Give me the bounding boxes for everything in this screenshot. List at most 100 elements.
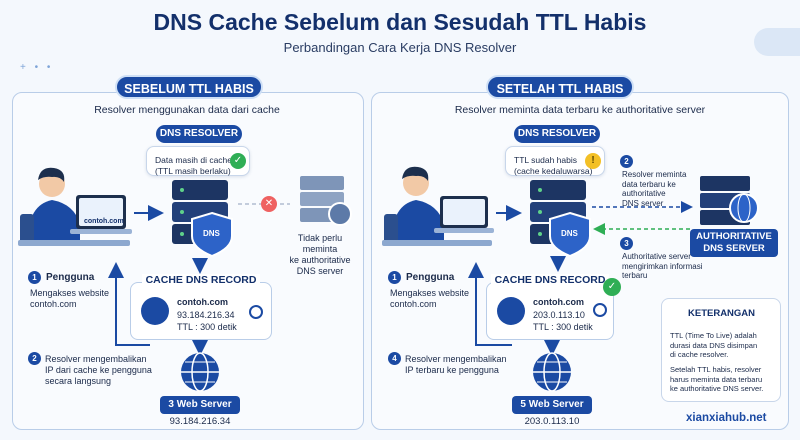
cache-domain-left: contoh.com	[177, 297, 228, 307]
bubble-line1-right: TTL sudah habis	[514, 155, 577, 165]
user-icon-left	[18, 167, 130, 246]
legend-p2-line3: ke authoritative DNS server.	[670, 384, 764, 393]
cloud-decoration	[754, 28, 800, 56]
cache-title-right: CACHE DNS RECORD	[490, 274, 610, 286]
step-4-desc-right: Resolver mengembalikan IP terbaru ke pen…	[405, 354, 507, 376]
step-1-line1-right: Mengakses website	[390, 288, 470, 298]
step-4-line1-right: Resolver mengembalikan	[405, 354, 507, 364]
cache-ip-right: 203.0.113.10	[533, 310, 585, 320]
step-1-line2-right: contoh.com	[390, 299, 437, 309]
bubble-line2-left: (TTL masih berlaku)	[155, 166, 231, 176]
authoritative-server-right	[700, 176, 759, 225]
step-1-line2-left: contoh.com	[30, 299, 77, 309]
step-2-badge-right: 2	[620, 155, 633, 168]
step-3-badge-right: 3	[620, 237, 633, 250]
clock-icon-right	[593, 303, 607, 317]
decorative-dots: + • •	[20, 62, 54, 73]
no-query-line1: Tidak perlu meminta	[297, 233, 343, 254]
legend-paragraph-1: TTL (Time To Live) adalah durasi data DN…	[670, 331, 778, 360]
legend-title: KETERANGAN	[688, 308, 756, 319]
web-server-globe-left	[181, 352, 219, 392]
web-server-globe-right	[533, 352, 571, 392]
web-server-ip-right: 203.0.113.10	[524, 416, 580, 427]
cache-ttl-left: TTL : 300 detik	[177, 322, 237, 332]
legend-paragraph-2: Setelah TTL habis, resolver harus memint…	[670, 365, 778, 394]
authoritative-server-left-gray	[300, 176, 352, 226]
legend-p1-line3: di cache resolver.	[670, 350, 729, 359]
cache-record-right: CACHE DNS RECORD contoh.com 203.0.113.10…	[486, 274, 614, 340]
shield-label-left: DNS	[203, 229, 220, 238]
step-4-badge-right: 4	[388, 352, 401, 365]
no-query-line3: DNS server	[296, 266, 344, 276]
page-subtitle: Perbandingan Cara Kerja DNS Resolver	[283, 40, 517, 55]
shield-label-right: DNS	[561, 229, 578, 238]
step-4-line2-right: IP terbaru ke pengguna	[405, 365, 499, 375]
web-server-ip-left: 93.184.216.34	[169, 416, 231, 427]
step-1-desc-left: Mengakses website contoh.com	[30, 288, 109, 310]
check-icon-right: ✓	[603, 278, 621, 296]
bubble-line2-right: (cache kedaluwarsa)	[514, 166, 593, 176]
heading-before-ttl: SEBELUM TTL HABIS	[115, 75, 263, 99]
cross-icon-left: ✕	[261, 196, 277, 212]
laptop-icon-left	[70, 195, 132, 234]
step-1-badge-left: 1	[28, 271, 41, 284]
step-2-line3-left: secara langsung	[45, 376, 112, 386]
warning-icon-right: !	[585, 153, 601, 169]
auth-label-line2: DNS SERVER	[703, 243, 765, 254]
check-icon-left: ✓	[230, 153, 246, 169]
arrow-return-to-user-left	[108, 262, 150, 346]
legend-box: KETERANGAN TTL (Time To Live) adalah dur…	[661, 298, 781, 402]
arrow-return-to-user-right	[468, 262, 512, 346]
auth-label-line1: AUTHORITATIVE	[696, 231, 772, 242]
legend-p2-line1: Setelah TTL habis, resolver	[670, 365, 762, 374]
dns-resolver-label-left: DNS RESOLVER	[156, 125, 242, 143]
legend-p2-line2: harus meminta data terbaru	[670, 374, 763, 384]
step-1-desc-right: Mengakses website contoh.com	[390, 288, 469, 310]
cache-ttl-right: TTL : 300 detik	[533, 322, 593, 332]
web-server-label-left: 3 Web Server	[160, 396, 240, 414]
bubble-line1-left: Data masih di cache	[155, 155, 233, 165]
cache-title-left: CACHE DNS RECORD	[141, 274, 261, 286]
authoritative-server-label: AUTHORITATIVE DNS SERVER	[690, 229, 778, 257]
globe-icon-cache-right	[497, 297, 525, 325]
step-3-line1-right: Authoritative server	[622, 252, 691, 261]
dns-resolver-server-left	[172, 180, 233, 258]
description-right: Resolver meminta data terbaru ke authori…	[454, 104, 706, 116]
web-server-label-right: 5 Web Server	[512, 396, 592, 414]
step-1-line1-left: Mengakses website	[30, 288, 110, 298]
no-query-note: Tidak perlu meminta ke authoritative DNS…	[280, 233, 360, 277]
laptop-icon-right	[434, 196, 494, 233]
step-2-line2-left: IP dari cache ke pengguna	[45, 365, 152, 375]
laptop-url-left: contoh.com	[84, 218, 124, 225]
step-1-badge-right: 1	[388, 271, 401, 284]
brand-watermark: xianxiahub.net	[686, 412, 767, 424]
heading-after-ttl: SETELAH TTL HABIS	[486, 75, 634, 99]
dns-resolver-server-right	[530, 180, 591, 258]
legend-p1-line1: TTL (Time To Live) adalah	[670, 331, 757, 340]
step-1-title-left: Pengguna	[46, 272, 95, 283]
cache-record-left: CACHE DNS RECORD contoh.com 93.184.216.3…	[130, 274, 272, 340]
page-title: DNS Cache Sebelum dan Sesudah TTL Habis	[153, 9, 647, 35]
no-query-line2: ke authoritative	[289, 255, 351, 265]
step-2-line2-right: data terbaru ke	[622, 179, 676, 189]
step-2-line4-right: DNS server	[622, 198, 664, 208]
cache-domain-right: contoh.com	[533, 297, 584, 307]
clock-icon-left	[249, 305, 263, 319]
step-2-desc-left: Resolver mengembalikan IP dari cache ke …	[45, 354, 152, 387]
step-3-line3-right: terbaru	[622, 271, 648, 280]
step-3-desc-right: Authoritative server mengirimkan informa…	[622, 252, 702, 281]
step-2-line3-right: authoritative	[622, 189, 666, 198]
cache-ip-left: 93.184.216.34	[177, 310, 235, 320]
step-3-line2-right: mengirimkan informasi	[622, 261, 703, 271]
legend-p1-line2: durasi data DNS disimpan	[670, 340, 758, 350]
description-left: Resolver menggunakan data dari cache	[94, 104, 280, 116]
step-2-desc-right: Resolver meminta data terbaru ke authori…	[622, 170, 686, 208]
step-2-badge-left: 2	[28, 352, 41, 365]
user-icon-right	[382, 166, 492, 246]
step-1-title-right: Pengguna	[406, 272, 455, 283]
step-2-line1-left: Resolver mengembalikan	[45, 354, 147, 364]
dns-resolver-label-right: DNS RESOLVER	[514, 125, 600, 143]
step-2-line1-right: Resolver meminta	[622, 170, 687, 179]
globe-icon-cache-left	[141, 297, 169, 325]
